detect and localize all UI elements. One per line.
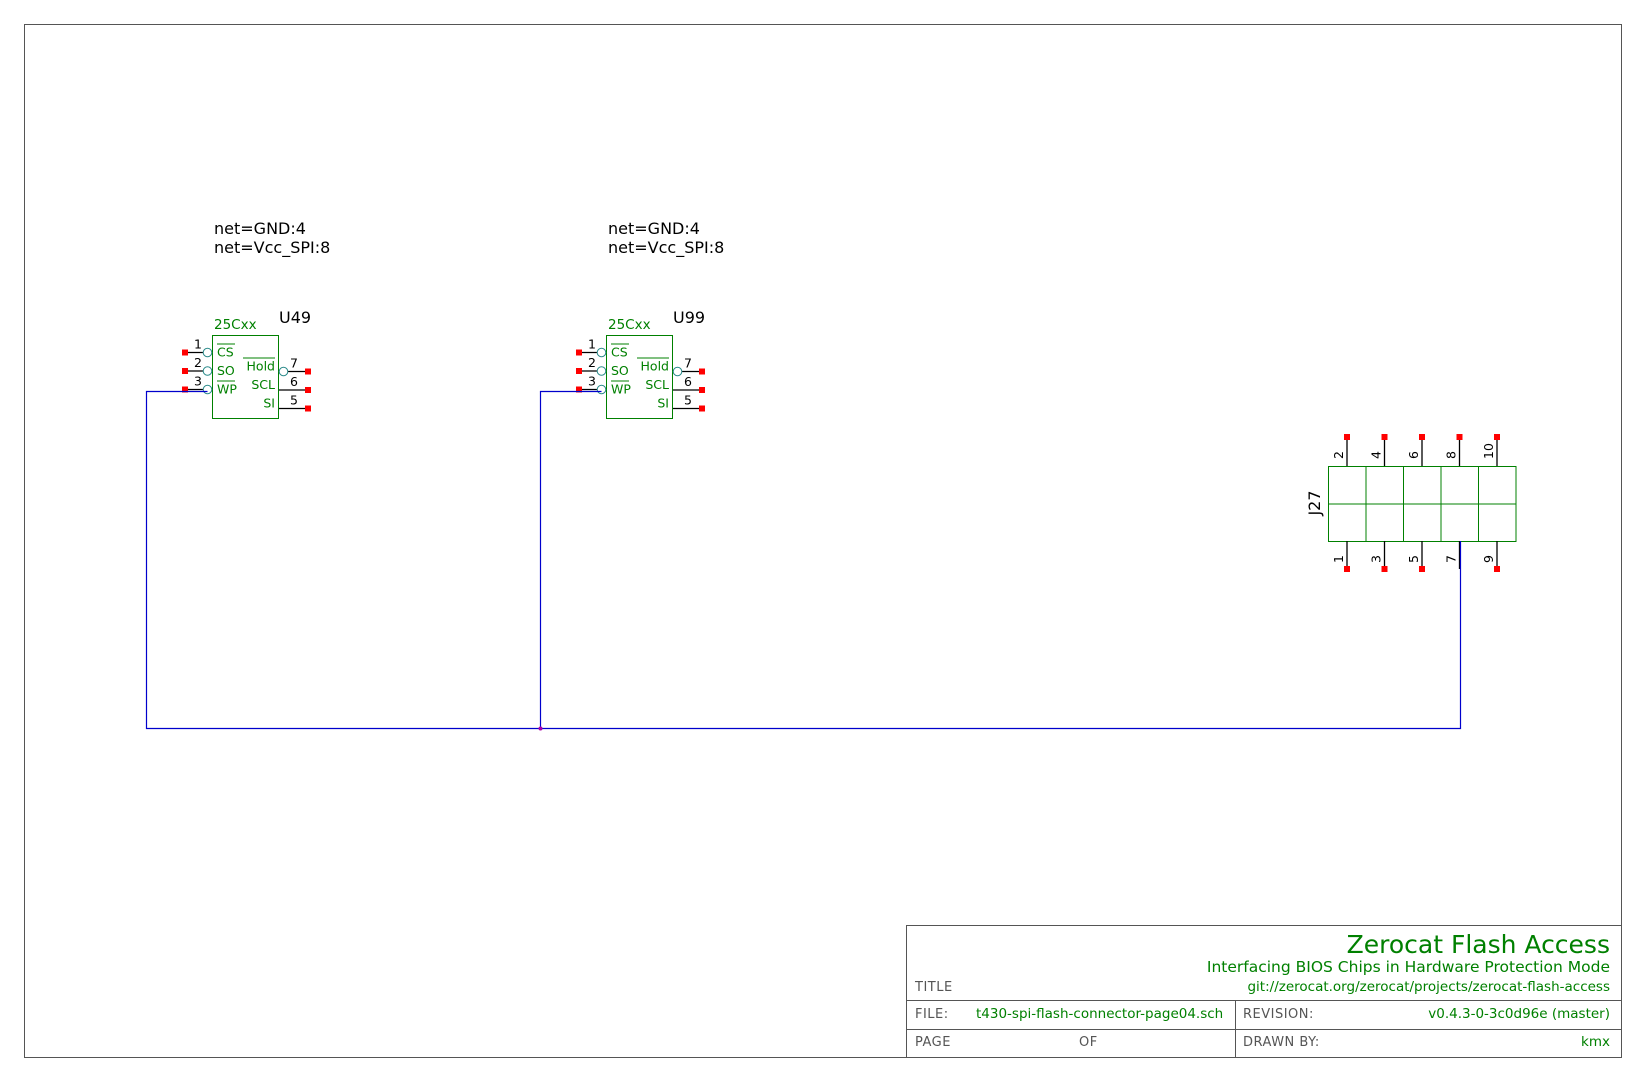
title-block-frame	[906, 925, 1622, 1058]
pin-number: 3	[588, 374, 596, 389]
pin-number: 2	[194, 355, 202, 370]
title-block-subtitle: Interfacing BIOS Chips in Hardware Prote…	[1207, 958, 1610, 976]
chip-attribute: net=GND:4	[608, 219, 700, 238]
pin-number: 5	[290, 393, 298, 408]
pin-number: 3	[1369, 555, 1384, 563]
pin-end-marker	[1494, 566, 1500, 572]
net-junction	[538, 726, 543, 731]
pin-number: 2	[1331, 451, 1346, 459]
pin-number: 5	[684, 393, 692, 408]
title-block-url: git://zerocat.org/zerocat/projects/zeroc…	[1247, 979, 1610, 995]
pin-name: SO	[217, 363, 235, 378]
pin-name: SCL	[645, 377, 669, 392]
chip-attribute: net=GND:4	[214, 219, 306, 238]
pin-end-marker	[576, 368, 582, 374]
pin-end-marker	[576, 349, 582, 356]
pin-bubble	[202, 347, 213, 358]
pin-bubble	[278, 366, 289, 377]
pin-bubble	[672, 366, 683, 377]
pin-end-marker	[1419, 566, 1425, 572]
pin-bubble	[202, 366, 213, 376]
chip-body	[606, 335, 673, 419]
pin-name: SO	[611, 363, 629, 378]
pin-end-marker	[182, 349, 188, 356]
title-block-file: t430-spi-flash-connector-page04.sch	[976, 1006, 1223, 1022]
pin-name: Hold	[247, 359, 275, 374]
title-block-revision-label: REVISION:	[1243, 1007, 1314, 1022]
net-wire-j27-pin7	[540, 541, 1462, 730]
title-block-file-label: FILE:	[915, 1007, 949, 1022]
title-block-page-label: PAGE	[915, 1035, 951, 1050]
page-frame	[24, 24, 1622, 1058]
chip-refdes: U99	[673, 308, 705, 327]
pin-number: 7	[684, 356, 692, 371]
pin-name: WP	[217, 382, 237, 397]
pin-number: 9	[1481, 555, 1496, 563]
pin-name: WP	[611, 382, 631, 397]
pin-bubble	[596, 366, 607, 376]
connector-j27[interactable]: J27 2 4 6 8 10 1 3 5 7 9	[1305, 434, 1517, 572]
pin-end-marker	[305, 387, 311, 393]
pin-name: SCL	[251, 377, 275, 392]
pin-end-marker	[1456, 434, 1463, 440]
pin-number: 7	[290, 356, 298, 371]
title-block-title-label: TITLE	[914, 980, 953, 995]
title-block-drawn-by-label: DRAWN BY:	[1243, 1035, 1320, 1050]
pin-end-marker	[182, 368, 188, 374]
pin-end-marker	[1494, 434, 1500, 440]
title-block-revision: v0.4.3-0-3c0d96e (master)	[1428, 1006, 1610, 1022]
title-block: Zerocat Flash Access Interfacing BIOS Ch…	[906, 925, 1622, 1058]
title-block-drawn-by: kmx	[1581, 1034, 1610, 1050]
pin-end-marker	[1344, 434, 1350, 440]
pin-bubble	[596, 384, 607, 395]
pin-number: 10	[1481, 443, 1496, 459]
net-wire-u99-wp	[539, 390, 602, 729]
net-wire-u49-wp	[145, 390, 541, 730]
title-block-title: Zerocat Flash Access	[1347, 930, 1610, 959]
pin-name: SI	[263, 396, 275, 411]
pin-number: 7	[1444, 555, 1459, 563]
pin-number: 1	[1331, 555, 1346, 563]
net-wires	[145, 390, 1462, 731]
pin-number: 1	[194, 337, 202, 352]
pin-end-marker	[1381, 566, 1388, 572]
chip-attribute: net=Vcc_SPI:8	[214, 238, 330, 258]
pin-end-marker	[699, 405, 705, 412]
pin-name: CS	[217, 345, 234, 360]
connector-refdes: J27	[1305, 490, 1324, 516]
chip-refdes: U49	[279, 308, 311, 327]
pin-end-marker	[1419, 434, 1425, 440]
chip-device-label: 25Cxx	[608, 317, 651, 333]
pin-number: 6	[684, 374, 692, 389]
pin-number: 2	[588, 355, 596, 370]
pin-number: 1	[588, 337, 596, 352]
pin-end-marker	[182, 386, 188, 393]
pin-number: 6	[1406, 451, 1421, 459]
pin-end-marker	[699, 368, 705, 375]
pin-number: 4	[1369, 451, 1384, 459]
pin-end-marker	[699, 387, 705, 393]
pin-number: 3	[194, 374, 202, 389]
pin-name: CS	[611, 345, 628, 360]
pin-number: 8	[1444, 451, 1459, 459]
title-block-of-label: OF	[1079, 1035, 1098, 1050]
chip-body	[212, 335, 279, 419]
pin-bubble	[596, 347, 607, 358]
pin-number: 5	[1406, 555, 1421, 563]
chip-attribute: net=Vcc_SPI:8	[608, 238, 724, 258]
pin-name: SI	[657, 396, 669, 411]
pin-bubble	[202, 384, 213, 395]
pin-end-marker	[305, 368, 311, 375]
pin-end-marker	[1344, 566, 1350, 572]
pin-end-marker	[576, 386, 582, 393]
pin-name: Hold	[641, 359, 669, 374]
pin-end-marker	[305, 405, 311, 412]
pin-number: 6	[290, 374, 298, 389]
chip-device-label: 25Cxx	[214, 317, 257, 333]
pin-end-marker	[1381, 434, 1388, 440]
